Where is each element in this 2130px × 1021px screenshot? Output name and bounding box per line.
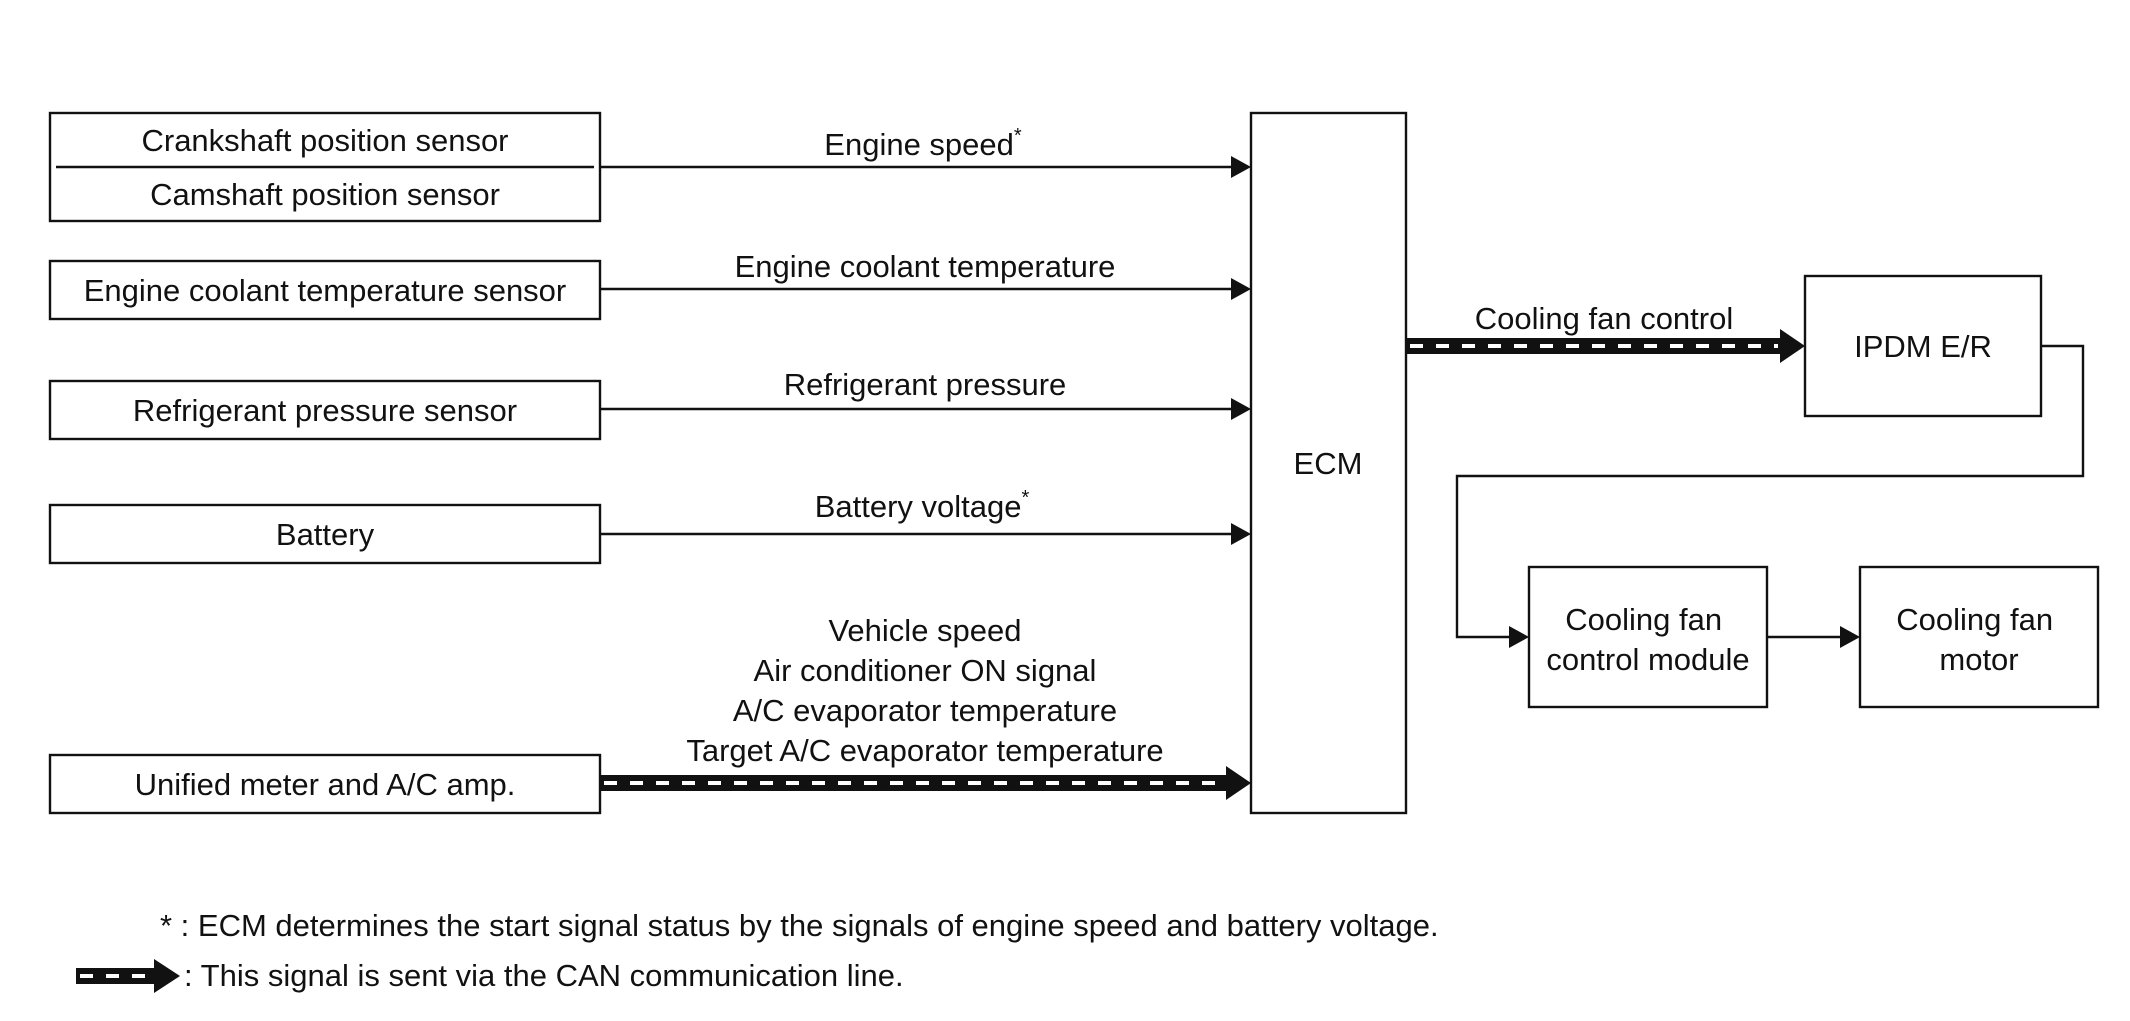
can-signal-ac-on: Air conditioner ON signal [754,653,1097,688]
battery-voltage-label: Battery voltage* [815,487,1030,524]
coolant-temp-arrowhead [1231,278,1251,300]
camshaft-sensor-label: Camshaft position sensor [150,177,500,212]
fan-module-input-arrowhead [1509,626,1529,648]
unified-meter-box: Unified meter and A/C amp. [48,753,602,815]
can-legend: : This signal is sent via the CAN commun… [76,958,904,993]
fan-motor-label: Cooling fan motor [1896,602,2061,677]
ecm-box: ECM [1249,111,1408,815]
asterisk-note: * : ECM determines the start signal stat… [160,908,1439,943]
fan-control-module-box: Cooling fan control module [1527,565,1769,709]
module-to-motor-wire [1767,626,1860,648]
battery-voltage-signal: Battery voltage* [600,487,1251,545]
can-signal-vehicle-speed: Vehicle speed [828,613,1021,648]
engine-speed-label: Engine speed* [824,125,1022,162]
refrigerant-pressure-signal: Refrigerant pressure [600,367,1251,420]
cooling-fan-control-arrowhead [1780,329,1805,363]
battery-label: Battery [276,517,375,552]
can-signal-evap-temp: A/C evaporator temperature [733,693,1117,728]
cooling-fan-control-label: Cooling fan control [1475,301,1734,336]
refrigerant-sensor-label: Refrigerant pressure sensor [133,393,517,428]
refrigerant-sensor-box: Refrigerant pressure sensor [48,379,602,441]
unified-meter-label: Unified meter and A/C amp. [135,767,516,802]
battery-box: Battery [48,503,602,565]
refrigerant-pressure-label: Refrigerant pressure [784,367,1067,402]
fan-motor-box: Cooling fan motor [1858,565,2100,709]
crank-cam-sensor-box: Crankshaft position sensor Camshaft posi… [48,111,602,223]
ecm-label: ECM [1294,446,1363,481]
coolant-sensor-box: Engine coolant temperature sensor [48,259,602,321]
fan-control-module-label: Cooling fan control module [1546,602,1749,677]
coolant-sensor-label: Engine coolant temperature sensor [84,273,567,308]
crankshaft-sensor-label: Crankshaft position sensor [141,123,508,158]
engine-speed-arrowhead [1231,156,1251,178]
can-signal-target-evap-temp: Target A/C evaporator temperature [686,733,1163,768]
can-meter-arrowhead [1226,766,1251,800]
can-legend-note: : This signal is sent via the CAN commun… [184,958,904,993]
refrigerant-pressure-arrowhead [1231,398,1251,420]
coolant-temp-signal: Engine coolant temperature [600,249,1251,300]
battery-voltage-arrowhead [1231,523,1251,545]
can-signals-meter-to-ecm: Vehicle speed Air conditioner ON signal … [600,613,1251,800]
fan-motor-input-arrowhead [1840,626,1860,648]
can-legend-symbol [76,959,180,993]
engine-speed-signal: Engine speed* [600,125,1251,178]
cooling-fan-control-signal: Cooling fan control [1406,301,1805,363]
ipdm-to-fan-module-wire [1455,344,2085,648]
coolant-temp-label: Engine coolant temperature [735,249,1116,284]
ipdm-label: IPDM E/R [1854,329,1992,364]
ipdm-box: IPDM E/R [1803,274,2043,418]
